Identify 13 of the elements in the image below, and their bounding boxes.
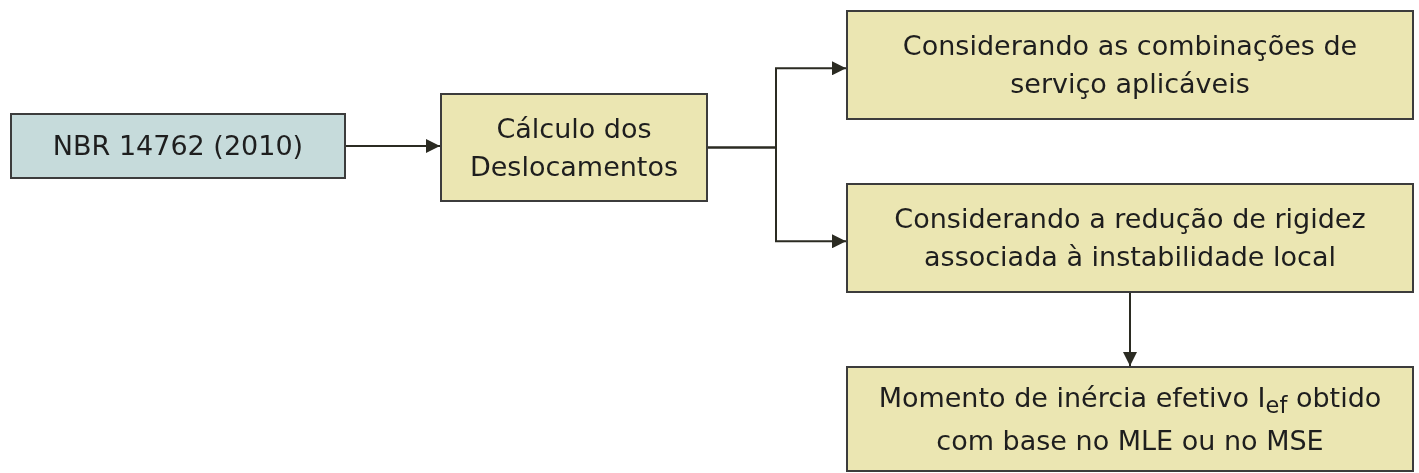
process-box <box>846 10 1414 120</box>
source-box <box>10 113 346 179</box>
arrow <box>1123 292 1137 367</box>
process-box <box>846 366 1414 472</box>
arrow <box>345 139 441 153</box>
box-text: Considerando a redução de rigidez associada à instabilidade local <box>893 202 1367 274</box>
box-text: Momento de inércia efetivo I$_{ef}$ obtido com base no MLE ou no MSE <box>877 380 1383 458</box>
box-text: Considerando as combinações de serviço aplicáveis <box>901 29 1359 101</box>
box-text: NBR 14762 (2010) <box>52 129 304 164</box>
box-text: Cálculo dos Deslocamentos <box>468 111 680 184</box>
arrow <box>707 146 847 249</box>
process-box <box>846 183 1414 293</box>
process-box <box>440 93 708 202</box>
